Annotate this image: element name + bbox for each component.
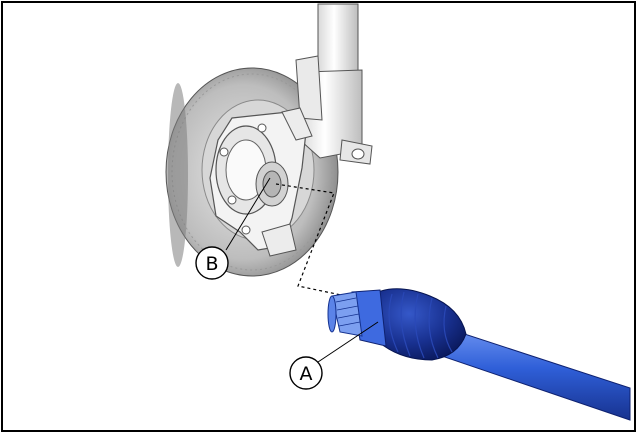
strut <box>295 3 373 165</box>
steering-knuckle <box>209 107 313 257</box>
drive-shaft <box>327 288 631 421</box>
callout-a-label: A <box>300 363 313 385</box>
callout-b: B <box>195 177 271 280</box>
callout-a: A <box>289 321 379 390</box>
alignment-dashes <box>275 183 347 297</box>
callout-b-label: B <box>205 253 218 275</box>
